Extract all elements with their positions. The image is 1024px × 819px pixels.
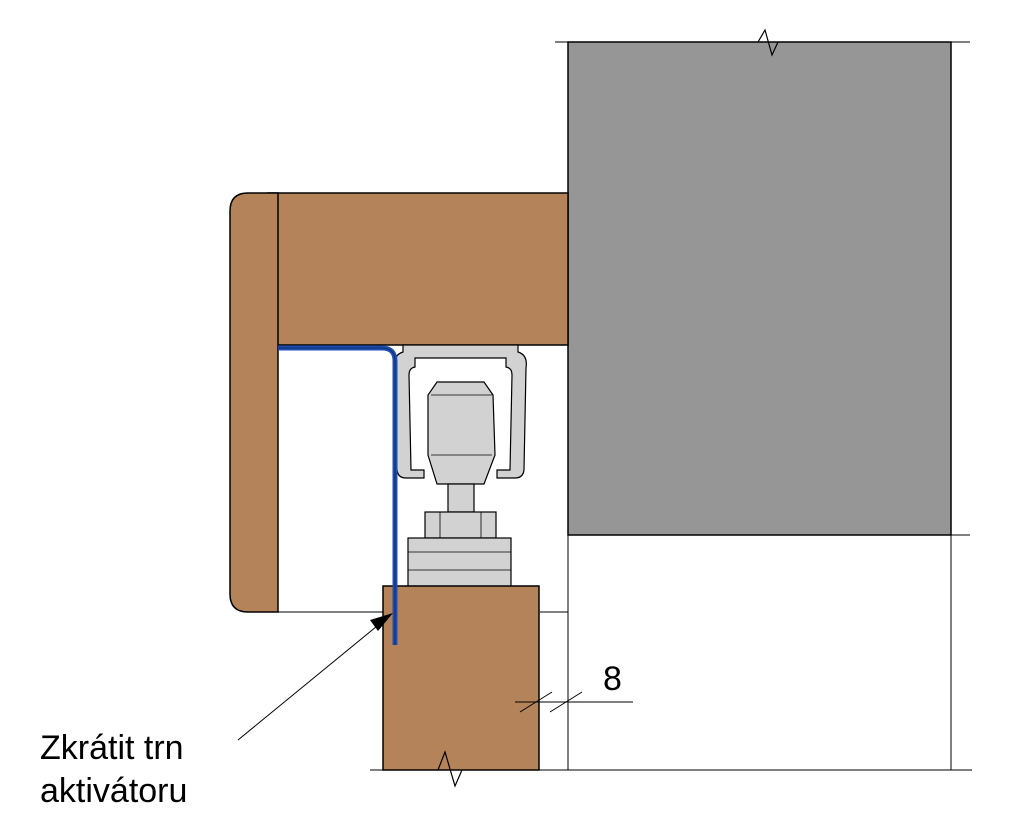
wooden-header-beam <box>267 192 569 346</box>
bottom-break-line <box>370 750 972 788</box>
trolley-bolt <box>447 483 475 513</box>
zigzag-break-icon <box>757 28 779 57</box>
zigzag-break-icon <box>437 750 463 788</box>
wall-block <box>567 41 952 536</box>
top-break-line <box>555 28 970 57</box>
leader-arrowhead-icon <box>370 613 393 631</box>
callout-text-line-2: aktivátoru <box>40 772 187 810</box>
mounting-plate <box>407 537 512 589</box>
callout-text-line-1: Zkrátit trn <box>40 729 184 767</box>
activator-pin <box>278 345 398 645</box>
trolley-carriage <box>427 381 496 485</box>
aluminium-track <box>394 344 527 589</box>
dimension-value: 8 <box>603 660 622 698</box>
callout-leader <box>237 613 393 741</box>
wooden-side-panel <box>229 192 279 613</box>
dimension-gap <box>515 691 633 713</box>
wooden-door-leaf <box>382 585 540 771</box>
opening-outline <box>540 534 970 770</box>
trolley-nut <box>424 511 497 539</box>
